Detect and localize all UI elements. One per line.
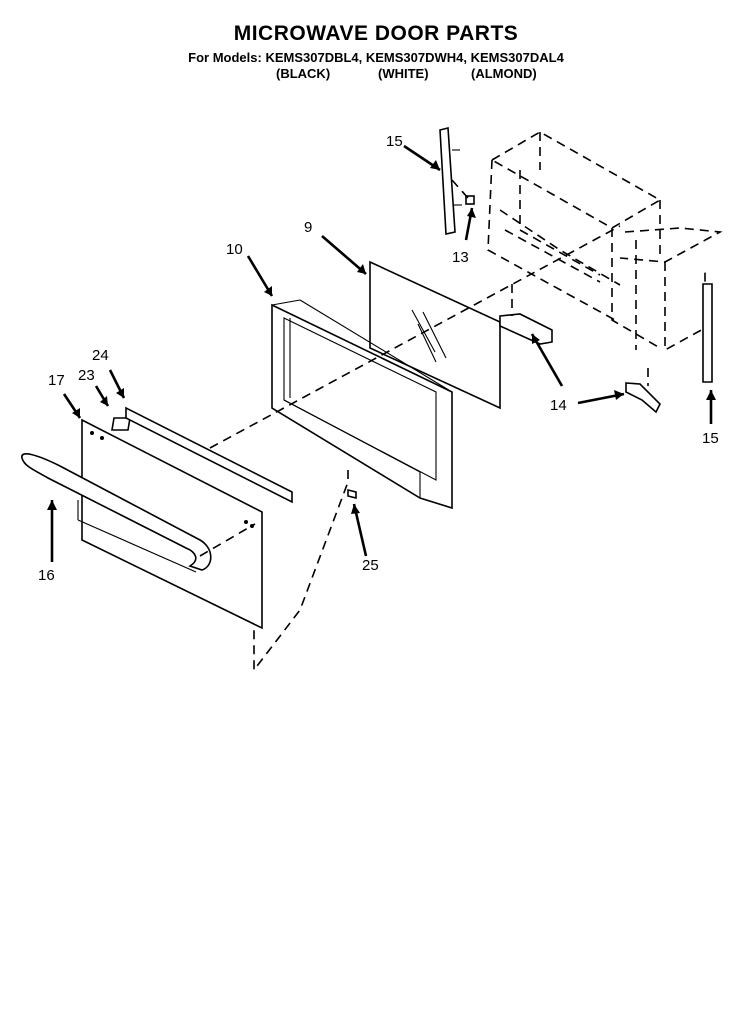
callout-9: 9: [304, 219, 312, 236]
callout-15-right: 15: [702, 430, 719, 447]
clip-part-13: [465, 195, 475, 205]
hinge-bracket-right: [625, 382, 661, 414]
assembly-guide-lines: [199, 179, 649, 673]
door-handle: [21, 453, 212, 573]
models-line: For Models: KEMS307DBL4, KEMS307DWH4, KE…: [188, 50, 564, 65]
callout-17: 17: [48, 372, 65, 389]
callout-25: 25: [362, 557, 379, 574]
hinge-strip-top: [439, 126, 462, 235]
callout-16: 16: [38, 567, 55, 584]
hinge-strip-right: [702, 283, 713, 383]
door-window-glass: [369, 260, 501, 410]
callout-13: 13: [452, 249, 469, 266]
diagram-title: MICROWAVE DOOR PARTS: [233, 22, 519, 45]
small-part-25: [347, 488, 357, 500]
trim-strip: [125, 406, 293, 504]
color-label-almond: (ALMOND): [471, 66, 537, 81]
callout-14: 14: [550, 397, 567, 414]
door-frame: [271, 299, 453, 510]
callout-10: 10: [226, 241, 243, 258]
microwave-cabinet-outline: [487, 131, 723, 352]
callout-leader-lines: [47, 144, 716, 562]
hinge-bracket-left: [499, 313, 553, 345]
callout-15-top: 15: [386, 133, 403, 150]
color-label-black: (BLACK): [276, 66, 331, 81]
outer-door-panel: [81, 418, 263, 630]
color-label-white: (WHITE): [378, 66, 429, 81]
callout-24: 24: [92, 347, 109, 364]
label-part-23: [111, 417, 131, 431]
callout-23: 23: [78, 367, 95, 384]
